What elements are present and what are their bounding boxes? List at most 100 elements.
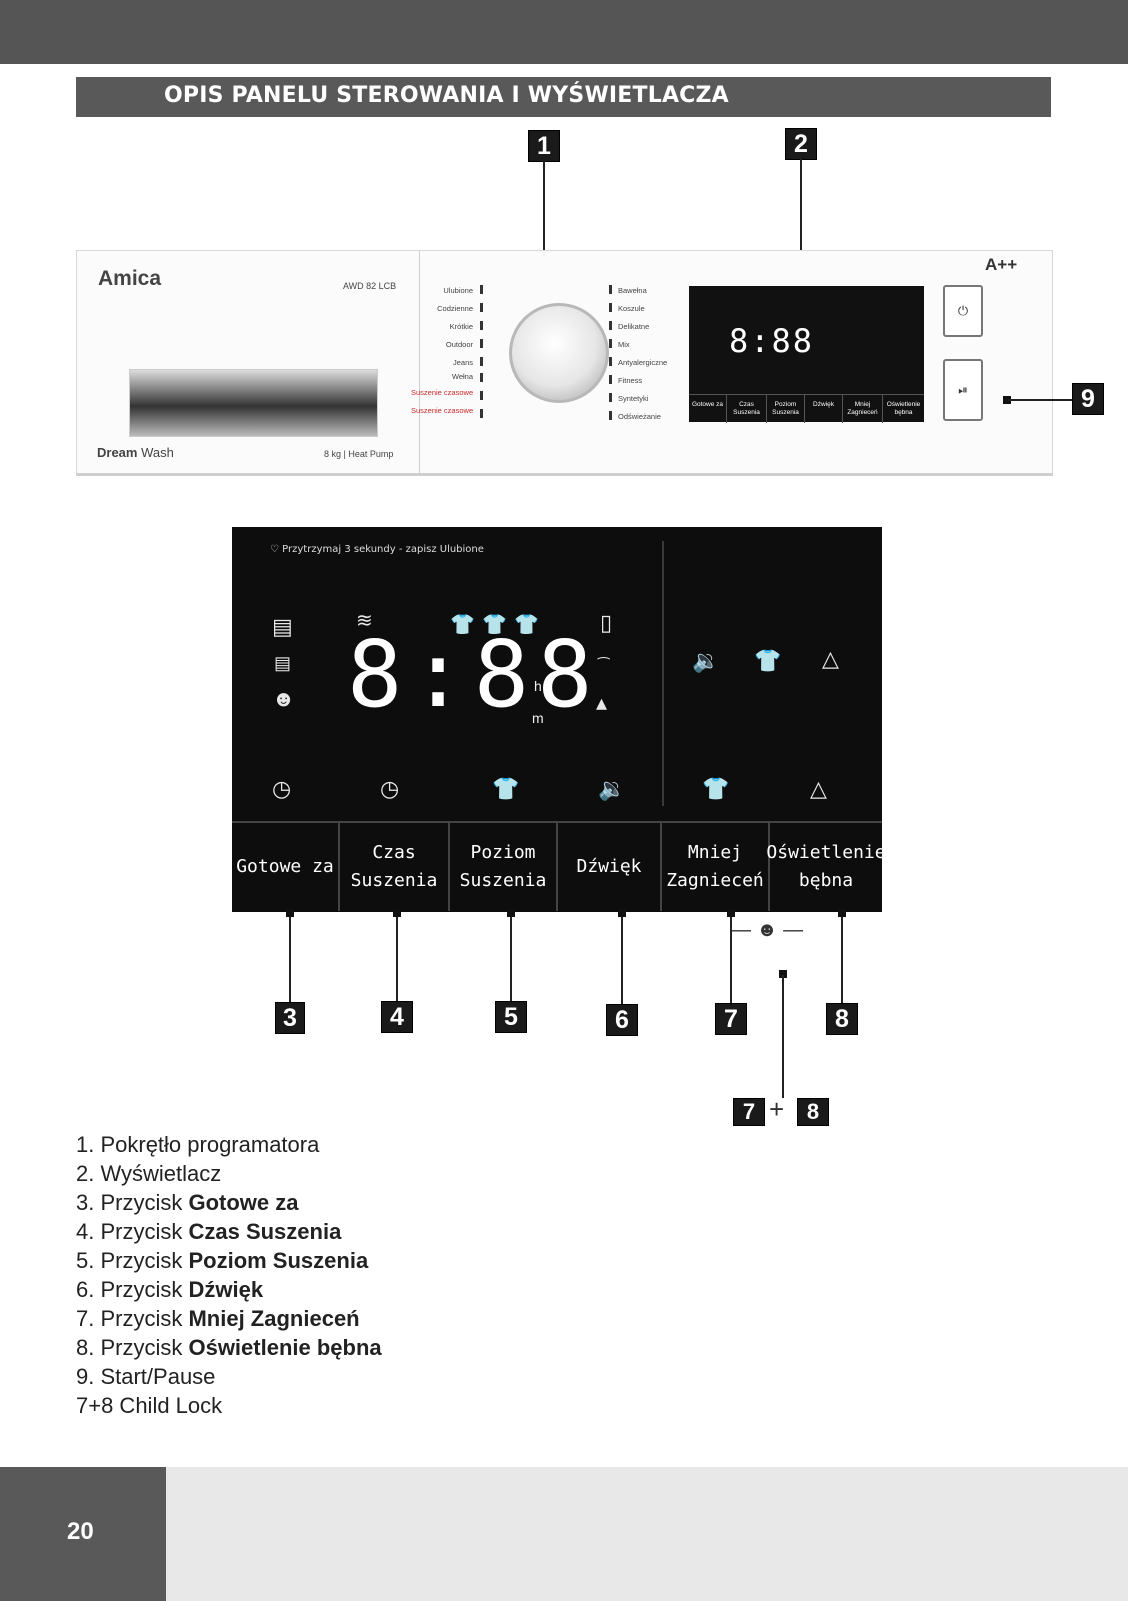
drum-light-icon: △ bbox=[810, 776, 827, 801]
leader-dot-6 bbox=[618, 909, 626, 917]
gotowe-za-button[interactable]: Gotowe za bbox=[232, 823, 340, 911]
callout-1: 1 bbox=[528, 130, 560, 162]
display-separator bbox=[662, 541, 664, 806]
footer-bar bbox=[0, 1467, 1128, 1601]
program-label: Antyalergiczne bbox=[618, 358, 668, 367]
program-tick bbox=[480, 373, 483, 382]
unit-minutes: m bbox=[532, 710, 544, 726]
mini-button[interactable]: Mniej Zagnieceń bbox=[843, 395, 883, 423]
leader-line-9 bbox=[1008, 399, 1072, 401]
program-label: Fitness bbox=[618, 376, 643, 385]
oswietlenie-bebna-button[interactable]: Oświetlenie bębna bbox=[766, 842, 886, 891]
leader-line-7 bbox=[730, 912, 732, 1004]
power-button[interactable]: ⏻ bbox=[943, 285, 983, 337]
mini-button[interactable]: Poziom Suszenia bbox=[767, 395, 805, 423]
legend-list: 1. Pokrętło programatora 2. Wyświetlacz … bbox=[76, 1130, 382, 1420]
program-tick bbox=[480, 321, 483, 330]
child-lock-icon: — ☻ — bbox=[731, 919, 804, 941]
callout-5: 5 bbox=[495, 1001, 527, 1033]
poziom-suszenia-button[interactable]: Poziom Suszenia bbox=[450, 823, 558, 911]
leader-dot-5 bbox=[507, 909, 515, 917]
program-tick bbox=[609, 321, 612, 330]
favorite-hint: ♡ Przytrzymaj 3 sekundy - zapisz Ulubion… bbox=[270, 544, 484, 555]
capacity-label: 8 kg | Heat Pump bbox=[324, 449, 394, 459]
mniej-zagniecen-button[interactable]: Mniej Zagnieceń bbox=[662, 823, 770, 911]
program-label: Wełna bbox=[451, 372, 473, 381]
mini-display: 8:88 Gotowe za Czas Suszenia Poziom Susz… bbox=[689, 286, 924, 423]
legend-item: 8. Przycisk Oświetlenie bębna bbox=[76, 1335, 382, 1360]
program-label: Outdoor bbox=[445, 340, 473, 349]
legend-item: 5. Przycisk Poziom Suszenia bbox=[76, 1248, 369, 1273]
mini-button-row: Gotowe za Czas Suszenia Poziom Suszenia … bbox=[689, 394, 924, 423]
page-number-box bbox=[0, 1467, 166, 1601]
leader-line-6 bbox=[621, 912, 623, 1004]
callout-8-combo: 8 bbox=[797, 1098, 829, 1126]
start-pause-icon: ⏯ bbox=[958, 383, 968, 397]
dzwiek-button[interactable]: Dźwięk bbox=[558, 823, 662, 911]
shirt-icon: 👕 bbox=[514, 614, 539, 636]
program-knob[interactable] bbox=[509, 303, 609, 403]
program-tick bbox=[480, 391, 483, 400]
power-icon: ⏻ bbox=[957, 303, 969, 318]
program-label: Odświeżanie bbox=[618, 412, 661, 421]
legend-item: 6. Przycisk Dźwięk bbox=[76, 1277, 264, 1302]
anti-crease-icon: 👕 bbox=[702, 776, 730, 801]
program-tick bbox=[609, 303, 612, 312]
legend-item: 7+8 Child Lock bbox=[76, 1393, 223, 1418]
program-tick bbox=[609, 357, 612, 366]
plus-sign: + bbox=[769, 1094, 785, 1124]
program-label: Krótkie bbox=[449, 322, 473, 331]
program-label: Suszenie czasowe bbox=[411, 406, 474, 415]
start-pause-button[interactable]: ⏯ bbox=[943, 359, 983, 421]
leader-line-2 bbox=[800, 159, 802, 279]
detergent-drawer[interactable] bbox=[129, 369, 378, 437]
drum-light-icon: △ bbox=[822, 646, 839, 671]
sound-icon: 🔉 bbox=[598, 776, 626, 801]
detergent-icon: ▤ bbox=[274, 653, 292, 673]
model-label: AWD 82 LCB bbox=[343, 281, 397, 291]
shirt-cold-icon: 👕 bbox=[482, 614, 507, 636]
leader-line-4 bbox=[396, 912, 398, 1002]
program-label: Mix bbox=[618, 340, 630, 349]
mini-display-digits: 8:88 bbox=[729, 322, 815, 360]
callout-9: 9 bbox=[1072, 383, 1104, 415]
legend-item: 4. Przycisk Czas Suszenia bbox=[76, 1219, 342, 1244]
callout-6: 6 bbox=[606, 1004, 638, 1036]
machine-panel: Amica AWD 82 LCB Dream Wash 8 kg | Heat … bbox=[76, 250, 1053, 476]
leader-dot-lock bbox=[779, 970, 787, 978]
leader-dot-7 bbox=[727, 909, 735, 917]
drying-level-icon: 👕 bbox=[492, 776, 520, 801]
program-tick bbox=[480, 285, 483, 294]
legend-item: 2. Wyświetlacz bbox=[76, 1161, 222, 1186]
mini-button[interactable]: Dźwięk bbox=[805, 395, 843, 423]
program-label: Ulubione bbox=[443, 286, 473, 295]
leader-dot-3 bbox=[286, 909, 294, 917]
top-bar bbox=[0, 0, 1128, 64]
brand-logo: Amica bbox=[98, 267, 162, 290]
callout-2: 2 bbox=[785, 128, 817, 160]
program-label: Syntetyki bbox=[618, 394, 649, 403]
program-tick bbox=[609, 285, 612, 294]
leader-line-3 bbox=[289, 912, 291, 1002]
display-closeup: ♡ Przytrzymaj 3 sekundy - zapisz Ulubion… bbox=[232, 527, 886, 912]
mini-button[interactable]: Gotowe za bbox=[689, 395, 727, 423]
energy-class-label: A++ bbox=[985, 255, 1018, 274]
anti-crease-icon: 👕 bbox=[754, 648, 782, 673]
mini-button[interactable]: Czas Suszenia bbox=[727, 395, 767, 423]
program-tick bbox=[609, 393, 612, 402]
program-label: Koszule bbox=[618, 304, 645, 313]
display-button-row: Gotowe za Czas Suszenia Poziom Suszenia … bbox=[232, 821, 886, 911]
program-label: Bawełna bbox=[618, 286, 647, 295]
sound-icon: 🔉 bbox=[692, 648, 720, 673]
czas-suszenia-button[interactable]: Czas Suszenia bbox=[340, 823, 450, 911]
shirt-hot-icon: 👕 bbox=[450, 614, 475, 636]
legend-item: 1. Pokrętło programatora bbox=[76, 1132, 320, 1157]
door-icon: ▯ bbox=[600, 610, 613, 635]
leader-line-lock bbox=[782, 975, 784, 1098]
wifi-icon: ≋ bbox=[356, 610, 373, 632]
mini-button[interactable]: Oświetlenie bębna bbox=[886, 401, 921, 416]
leader-dot-4 bbox=[393, 909, 401, 917]
leader-line-1 bbox=[543, 161, 545, 301]
callout-7-combo: 7 bbox=[733, 1098, 765, 1126]
time-digits: 8:88 bbox=[347, 621, 601, 728]
